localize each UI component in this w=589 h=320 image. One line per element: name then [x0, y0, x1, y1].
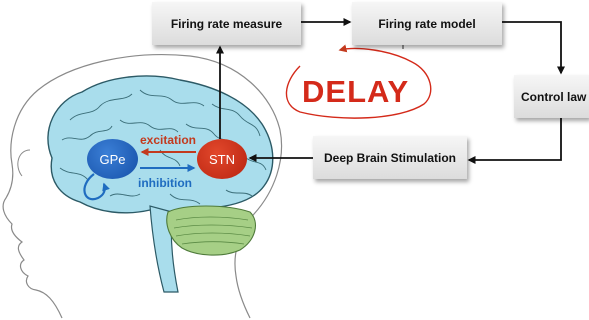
gpe-node: GPe — [87, 139, 138, 179]
excitation-label: excitation — [140, 133, 197, 147]
firing-rate-measure-block: Firing rate measure — [152, 2, 301, 45]
brain-shape — [47, 75, 274, 215]
head-outline — [2, 54, 283, 319]
firing-rate-model-label: Firing rate model — [378, 16, 476, 31]
ear-detail — [17, 149, 31, 177]
control-law-block: Control law — [514, 75, 589, 118]
inhibition-label: inhibition — [138, 176, 192, 190]
brain-gyri — [59, 89, 267, 205]
gpe-self-loop — [83, 173, 110, 201]
delay-label: DELAY — [302, 74, 410, 109]
cerebellum — [166, 205, 256, 256]
firing-rate-measure-label: Firing rate measure — [170, 16, 283, 31]
firing-rate-model-block: Firing rate model — [352, 2, 502, 45]
deep-brain-stimulation-block: Deep Brain Stimulation — [313, 136, 467, 179]
gpe-label: GPe — [99, 151, 126, 167]
control-law-label: Control law — [521, 89, 587, 104]
arrow-model-to-control — [502, 21, 565, 75]
arrow-control-to-dbs — [467, 118, 562, 164]
stn-label: STN — [209, 151, 235, 167]
delay-loop — [285, 44, 432, 119]
stn-node: STN — [197, 139, 247, 179]
deep-brain-stimulation-label: Deep Brain Stimulation — [323, 150, 457, 165]
